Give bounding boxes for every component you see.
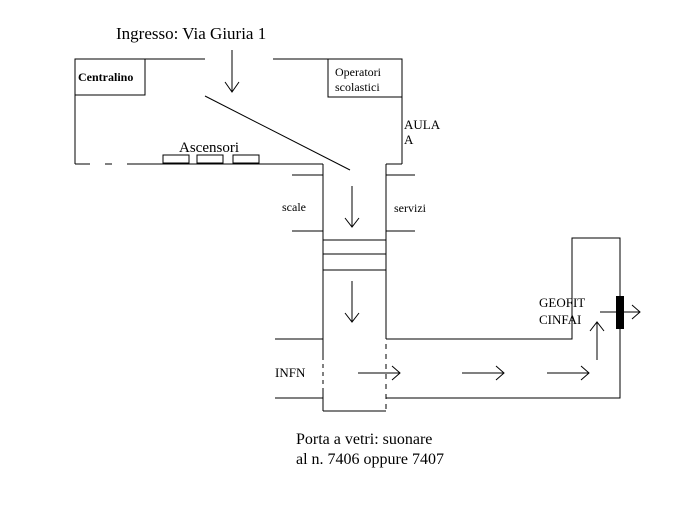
- diagonal-path: [204, 95, 351, 171]
- note-line-2: al n. 7406 oppure 7407: [296, 451, 444, 468]
- centralino-label: Centralino: [78, 70, 133, 84]
- cinfai-label: CINFAI: [539, 312, 581, 327]
- servizi-label: servizi: [394, 201, 427, 215]
- operatori-label-2: scolastici: [335, 80, 380, 94]
- geofit-label: GEOFIT: [539, 295, 585, 310]
- elevator-1: [162, 154, 190, 164]
- hallway-bottom-wall: [386, 329, 621, 399]
- aula-label-2: A: [404, 132, 414, 147]
- entrance-label: Ingresso: Via Giuria 1: [116, 24, 266, 43]
- arrow-up: [589, 321, 605, 360]
- arrow-right-2: [462, 365, 505, 381]
- arrow-corridor-down-2: [344, 281, 360, 323]
- scale-label: scale: [282, 200, 306, 214]
- elevator-3: [232, 154, 260, 164]
- centralino-box: [74, 58, 146, 96]
- arrow-right-1: [358, 365, 401, 381]
- glass-door: [616, 296, 624, 329]
- ascensori-label: Ascensori: [179, 140, 239, 156]
- operatori-box: [327, 58, 403, 98]
- aula-label-1: AULA: [404, 117, 441, 132]
- arrow-right-3: [547, 365, 590, 381]
- hallway-top-wall: [386, 237, 621, 340]
- elevator-2: [196, 154, 224, 164]
- note-line-1: Porta a vetri: suonare: [296, 431, 432, 448]
- arrow-corridor-down-1: [344, 186, 360, 228]
- operatori-label-1: Operatori: [335, 65, 382, 79]
- arrow-entrance-down: [224, 50, 240, 93]
- infn-label: INFN: [275, 365, 306, 380]
